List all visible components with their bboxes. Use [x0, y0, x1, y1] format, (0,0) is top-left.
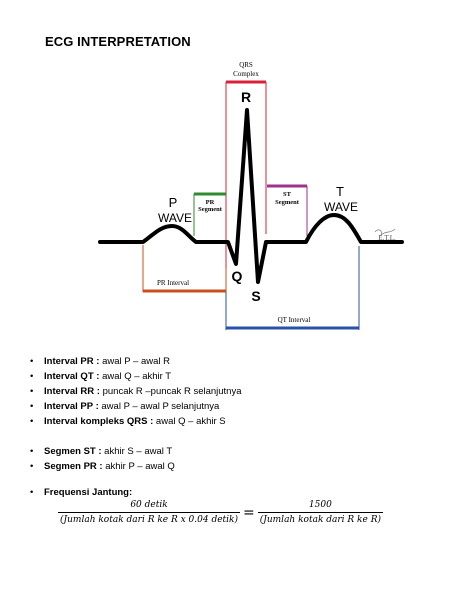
- pr-interval-label: PR Interval: [157, 279, 189, 287]
- r-wave-label: R: [241, 89, 251, 105]
- st-segment-bracket: [267, 184, 308, 236]
- st-segment-label-line1: ST: [283, 191, 292, 198]
- heart-rate-label: Frequensi Jantung:: [44, 487, 133, 498]
- bullet-icon: •: [30, 461, 34, 472]
- formula-fraction-1-numerator: 60 detik: [130, 500, 168, 510]
- interval-qrs-text: awal Q – akhir S: [153, 416, 226, 427]
- formula-fraction-2: 1500 (Jumlah kotak dari R ke R): [257, 500, 383, 525]
- formula-fraction-2-denominator: (Jumlah kotak dari R ke R): [257, 512, 383, 525]
- interval-rr-text: puncak R –puncak R selanjutnya: [99, 386, 242, 397]
- list-item: • Segmen PR : akhir P – awal Q: [30, 459, 175, 474]
- page-title: ECG INTERPRETATION: [45, 34, 191, 49]
- list-item: • Frequensi Jantung:: [30, 485, 132, 500]
- formula-equals: =: [243, 504, 255, 521]
- qrs-complex-label-line1: QRS: [239, 61, 253, 69]
- pr-segment-bracket: [193, 192, 226, 236]
- pr-segment-label-line2: Segment: [198, 206, 223, 213]
- qt-interval-bracket: [225, 246, 360, 330]
- ecg-trace: [98, 108, 404, 284]
- bullet-icon: •: [30, 386, 34, 397]
- bullet-icon: •: [30, 416, 34, 427]
- list-item: • Interval PP : awal P – awal P selanjutn…: [30, 399, 242, 414]
- bullet-icon: •: [30, 487, 34, 498]
- pr-interval-bracket: [142, 245, 227, 293]
- bullet-icon: •: [30, 446, 34, 457]
- signature-text: E.T.L.: [378, 234, 396, 242]
- list-item: • Segmen ST : akhir S – awal T: [30, 444, 175, 459]
- p-wave-letter: P: [169, 195, 178, 210]
- formula-fraction-2-numerator: 1500: [308, 500, 332, 510]
- interval-qrs-label: Interval kompleks QRS :: [44, 416, 154, 427]
- s-wave-label: S: [251, 288, 260, 304]
- t-wave-word: WAVE: [324, 200, 358, 214]
- bullet-icon: •: [30, 401, 34, 412]
- segments-list: • Segmen ST : akhir S – awal T • Segmen PR…: [30, 444, 175, 474]
- p-wave-word: WAVE: [158, 211, 192, 225]
- segment-pr-label: Segmen PR :: [44, 461, 103, 472]
- intervals-list: • Interval PR : awal P – awal R • Interval…: [30, 354, 242, 429]
- segment-st-label: Segmen ST :: [44, 446, 102, 457]
- segment-pr-text: akhir P – awal Q: [102, 461, 175, 472]
- segment-st-text: akhir S – awal T: [101, 446, 173, 457]
- formula-fraction-1-denominator: (Jumlah kotak dari R ke R x 0.04 detik): [58, 512, 240, 525]
- list-item: • Interval kompleks QRS : awal Q – akhir …: [30, 414, 242, 429]
- interval-rr-label: Interval RR :: [44, 386, 100, 397]
- bullet-icon: •: [30, 371, 34, 382]
- formula-fraction-1: 60 detik (Jumlah kotak dari R ke R x 0.0…: [58, 500, 240, 525]
- interval-pp-text: awal P – awal P selanjutnya: [98, 401, 220, 412]
- t-wave-letter: T: [336, 184, 344, 199]
- list-item: • Interval RR : puncak R –puncak R selanj…: [30, 384, 242, 399]
- qrs-complex-bracket: [225, 80, 267, 268]
- signature: E.T.L.: [374, 228, 396, 242]
- interval-pr-text: awal P – awal R: [99, 356, 171, 367]
- heart-rate-formula: 60 detik (Jumlah kotak dari R ke R x 0.0…: [58, 500, 383, 525]
- heart-rate-list: • Frequensi Jantung:: [30, 485, 132, 500]
- pr-segment-label-line1: PR: [206, 199, 215, 206]
- interval-pp-label: Interval PP :: [44, 401, 99, 412]
- list-item: • Interval PR : awal P – awal R: [30, 354, 242, 369]
- list-item: • Interval QT : awal Q – akhir T: [30, 369, 242, 384]
- qrs-complex-label-line2: Complex: [233, 70, 259, 78]
- ecg-diagram: QRS Complex R PR Segment ST Segment P WA…: [98, 61, 404, 330]
- q-wave-label: Q: [232, 268, 243, 284]
- interval-qt-label: Interval QT :: [44, 371, 100, 382]
- bullet-icon: •: [30, 356, 34, 367]
- interval-pr-label: Interval PR :: [44, 356, 100, 367]
- interval-qt-text: awal Q – akhir T: [99, 371, 172, 382]
- st-segment-label-line2: Segment: [275, 199, 300, 206]
- qt-interval-label: QT Interval: [278, 316, 311, 324]
